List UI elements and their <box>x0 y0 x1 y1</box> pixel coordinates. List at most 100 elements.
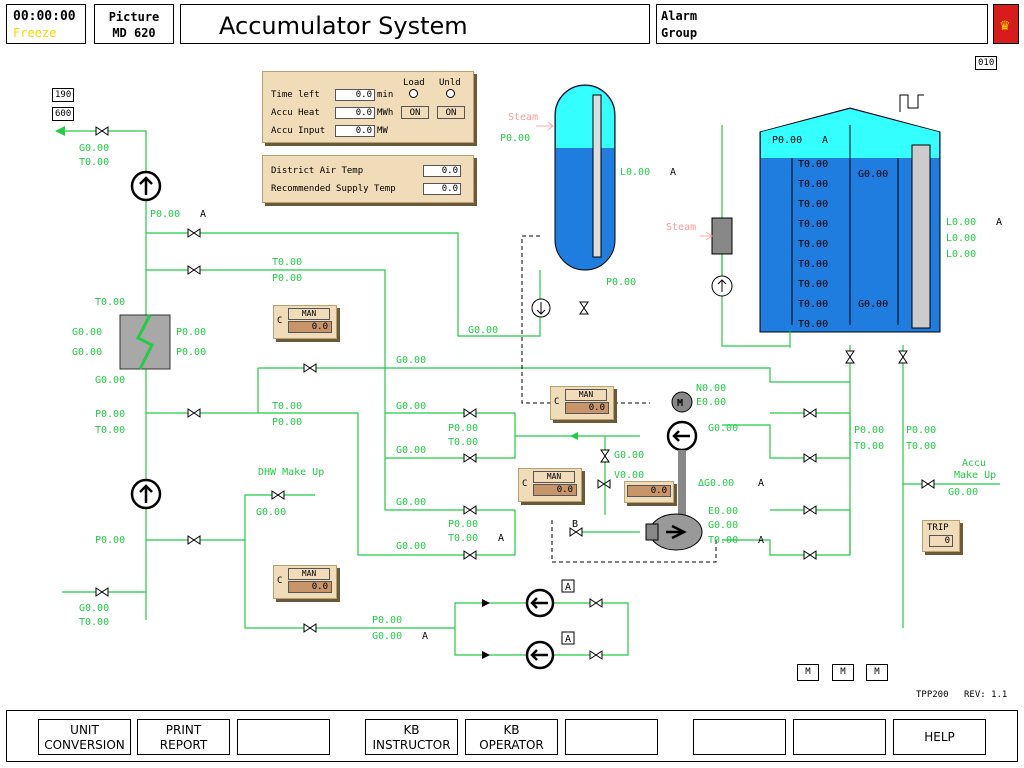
controller-c-label: C <box>277 576 283 586</box>
m-button-3[interactable]: M <box>866 664 888 681</box>
revision-label: REV: 1.1 <box>964 690 1008 700</box>
svg-text:N0.00: N0.00 <box>696 383 726 394</box>
svg-text:G0.00: G0.00 <box>468 325 498 336</box>
svg-text:T0.00: T0.00 <box>798 219 828 230</box>
pump-output-value[interactable]: 0.0 <box>627 485 671 497</box>
accu-input-label: Accu Input <box>271 126 326 136</box>
temperature-panel: District Air Temp 0.0 Recommended Supply… <box>262 155 474 203</box>
svg-text:A: A <box>758 478 764 489</box>
svg-text:P0.00: P0.00 <box>95 535 125 546</box>
svg-text:G0.00: G0.00 <box>708 423 738 434</box>
indicator-600[interactable]: 600 <box>52 107 75 121</box>
load-label: Load <box>403 78 425 88</box>
svg-text:T0.00: T0.00 <box>798 259 828 270</box>
accu-input-unit: MW <box>377 126 388 136</box>
district-air-temp-label: District Air Temp <box>271 166 364 176</box>
unld-on-button[interactable]: ON <box>437 106 465 119</box>
man-controller-4[interactable]: C MAN 0.0 <box>273 565 337 599</box>
time-left-unit: min <box>377 90 394 100</box>
svg-text:P0.00: P0.00 <box>854 425 884 436</box>
accu-heat-label: Accu Heat <box>271 108 320 118</box>
mode-button[interactable]: MAN <box>288 568 330 580</box>
svg-text:T0.00: T0.00 <box>272 401 302 412</box>
svg-text:A: A <box>822 135 828 146</box>
accu-heat-field: 0.0 <box>335 107 375 119</box>
svg-text:P0.00: P0.00 <box>772 135 802 146</box>
m-button-2[interactable]: M <box>832 664 854 681</box>
svg-text:B: B <box>572 519 578 530</box>
load-on-button[interactable]: ON <box>401 106 429 119</box>
svg-text:T0.00: T0.00 <box>798 179 828 190</box>
mode-button[interactable]: MAN <box>288 308 330 320</box>
svg-text:A: A <box>670 167 676 178</box>
svg-text:T0.00: T0.00 <box>272 257 302 268</box>
svg-text:T0.00: T0.00 <box>79 157 109 168</box>
man-controller-1[interactable]: C MAN 0.0 <box>273 305 337 339</box>
svg-text:P0.00: P0.00 <box>606 277 636 288</box>
svg-text:T0.00: T0.00 <box>798 299 828 310</box>
svg-text:G0.00: G0.00 <box>72 327 102 338</box>
svg-text:ΔG0.00: ΔG0.00 <box>698 478 734 489</box>
tpp-label: TPP200 <box>916 690 949 700</box>
pump-output-controller[interactable]: 0.0 <box>624 481 674 503</box>
controller-value[interactable]: 0.0 <box>565 402 609 414</box>
controller-value[interactable]: 0.0 <box>533 484 577 496</box>
svg-text:G0.00: G0.00 <box>79 603 109 614</box>
softkey-line1: UNIT <box>70 723 99 737</box>
picture-id: Picture MD 620 <box>94 4 174 44</box>
svg-text:A: A <box>565 582 571 593</box>
svg-text:P0.00: P0.00 <box>176 347 206 358</box>
trip-label: TRIP <box>927 523 949 533</box>
svg-text:T0.00: T0.00 <box>79 617 109 628</box>
time-left-label: Time left <box>271 90 320 100</box>
svg-text:G0.00: G0.00 <box>396 355 426 366</box>
svg-text:P0.00: P0.00 <box>176 327 206 338</box>
mode-button[interactable]: MAN <box>533 471 575 483</box>
district-air-temp-field: 0.0 <box>423 165 461 177</box>
svg-text:T0.00: T0.00 <box>448 437 478 448</box>
softkey-line1: KB <box>403 723 420 737</box>
svg-text:DHW Make Up: DHW Make Up <box>258 467 324 478</box>
softkey-line2: INSTRUCTOR <box>372 738 451 752</box>
man-controller-3[interactable]: C MAN 0.0 <box>518 468 582 502</box>
softkey-line2: CONVERSION <box>44 738 125 752</box>
indicator-010[interactable]: 010 <box>975 56 998 70</box>
svg-text:Make Up: Make Up <box>954 470 996 481</box>
svg-text:A: A <box>200 209 206 220</box>
help-button[interactable]: HELP <box>893 719 986 755</box>
man-controller-2[interactable]: C MAN 0.0 <box>550 386 614 420</box>
m-button-1[interactable]: M <box>797 664 819 681</box>
svg-text:P0.00: P0.00 <box>500 133 530 144</box>
svg-text:G0.00: G0.00 <box>858 169 888 180</box>
softkey-blank-2[interactable] <box>565 719 658 755</box>
mode-button[interactable]: MAN <box>565 389 607 401</box>
softkey-line1: HELP <box>924 730 955 744</box>
title-bar: Accumulator System <box>180 4 650 44</box>
indicator-190[interactable]: 190 <box>52 88 75 102</box>
steam-converter-icon <box>711 217 733 255</box>
svg-text:T0.00: T0.00 <box>798 159 828 170</box>
svg-text:L0.00: L0.00 <box>946 217 976 228</box>
controller-value[interactable]: 0.0 <box>288 581 332 593</box>
svg-text:A: A <box>422 631 428 642</box>
motor-icon <box>671 391 693 413</box>
alarm-group[interactable]: Alarm Group <box>656 4 988 44</box>
svg-text:T0.00: T0.00 <box>708 535 738 546</box>
svg-text:T0.00: T0.00 <box>95 425 125 436</box>
svg-text:L0.00: L0.00 <box>946 249 976 260</box>
trip-indicator[interactable]: TRIP 0 <box>922 520 960 552</box>
softkey-blank-1[interactable] <box>237 719 330 755</box>
svg-text:Steam: Steam <box>508 112 538 123</box>
softkey-blank-4[interactable] <box>793 719 886 755</box>
accumulator-panel: Load Unld Time left 0.0 min Accu Heat 0.… <box>262 71 474 143</box>
logo-icon: ♛ <box>993 4 1019 44</box>
softkey-blank-3[interactable] <box>693 719 786 755</box>
svg-text:G0.00: G0.00 <box>372 631 402 642</box>
controller-value[interactable]: 0.0 <box>288 321 332 333</box>
